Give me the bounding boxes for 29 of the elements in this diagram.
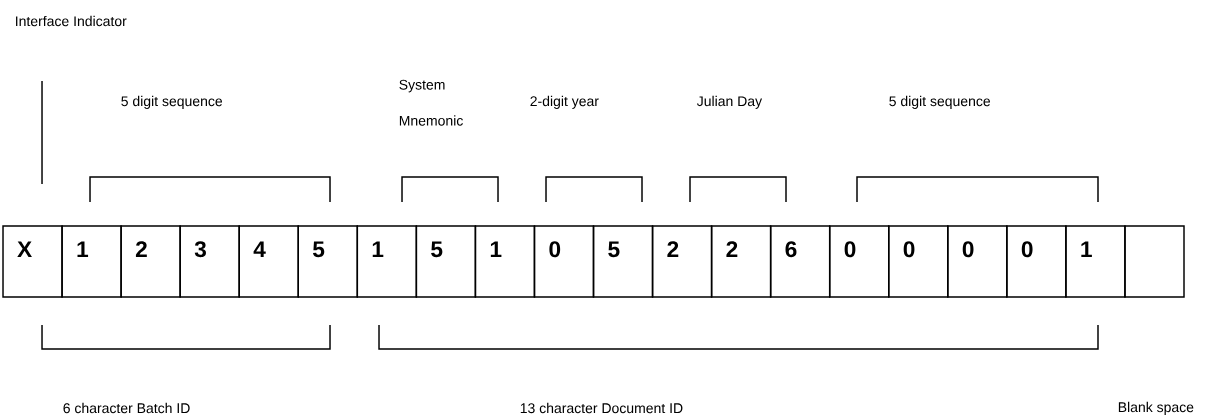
character-cell: 0: [888, 225, 949, 298]
character-cell: 6: [769, 225, 831, 298]
field-label: 2-digit year: [530, 95, 599, 109]
field-label: Julian Day: [696, 95, 763, 109]
character-cell: 2: [120, 225, 181, 298]
field-label: System Mnemonic: [399, 79, 463, 126]
field-label: 6 character Batch ID: [63, 402, 190, 414]
character-cell: 3: [179, 225, 240, 298]
character-cell: 5: [297, 225, 359, 298]
field-label: Blank space: [1118, 401, 1194, 415]
character-cell: 0: [828, 225, 890, 298]
character-cell: 4: [238, 225, 299, 298]
field-label: Interface Indicator: [16, 15, 127, 27]
character-cell: 1: [61, 225, 122, 298]
character-cell: X: [2, 225, 63, 298]
field-label: 5 digit sequence: [121, 95, 223, 109]
character-cell: 5: [592, 225, 654, 298]
character-cell: 0: [533, 225, 595, 298]
character-cell: 2: [651, 225, 713, 298]
field-label: 13 character Document ID: [520, 402, 683, 414]
empty-cell: [1124, 225, 1185, 298]
character-cell: 1: [1065, 225, 1126, 298]
character-cell: 5: [415, 225, 477, 298]
field-label: 5 digit sequence: [889, 95, 991, 109]
character-cell: 1: [356, 225, 418, 298]
character-cell: 0: [1006, 225, 1067, 298]
character-cell: 0: [947, 225, 1008, 298]
character-cell: 2: [710, 225, 772, 298]
character-cell: 1: [474, 225, 536, 298]
